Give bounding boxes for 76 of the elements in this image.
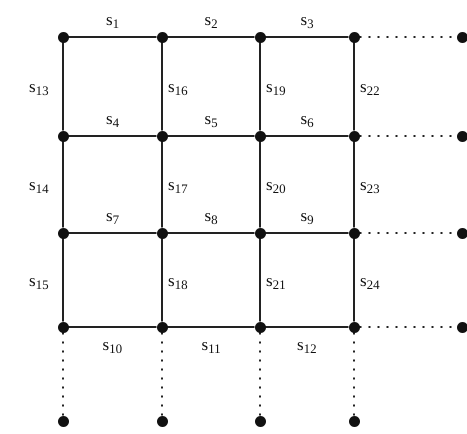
edge-line xyxy=(259,238,261,322)
vertex-dot xyxy=(348,228,360,238)
edge-line xyxy=(168,326,254,328)
vertex-dot xyxy=(58,228,68,238)
edge-line xyxy=(353,238,355,322)
dotted-line xyxy=(353,332,355,416)
vertex-dot xyxy=(254,130,266,142)
edge-line xyxy=(161,42,163,130)
vertex-dot xyxy=(254,228,266,238)
dotted-line xyxy=(259,332,261,416)
edge-line xyxy=(266,232,348,234)
edge-label: s$_{15}$ xyxy=(29,272,49,288)
vertex-dot xyxy=(58,32,68,42)
edge-label: s$_{6}$ xyxy=(300,110,314,127)
vertex-dot xyxy=(456,130,467,142)
vertex-dot xyxy=(348,416,360,426)
edge-label: s$_{20}$ xyxy=(266,176,286,193)
edge-line xyxy=(353,142,355,228)
edge-line xyxy=(62,42,64,130)
vertex-dot xyxy=(156,228,168,238)
edge-label: s$_{7}$ xyxy=(106,207,120,224)
edge-line xyxy=(266,36,348,38)
vertex-dot xyxy=(156,130,168,142)
edge-line xyxy=(168,36,254,38)
edge-label: s$_{23}$ xyxy=(360,176,380,193)
edge-line xyxy=(259,42,261,130)
edge-label: s$_{2}$ xyxy=(204,11,218,28)
edge-line xyxy=(266,326,348,328)
edge-label: s$_{3}$ xyxy=(300,11,314,28)
vertex-dot xyxy=(456,228,467,238)
edge-line xyxy=(68,135,156,137)
edge-label: s$_{11}$ xyxy=(202,336,221,353)
edge-label: s$_{1}$ xyxy=(106,11,120,28)
edge-label: s$_{13}$ xyxy=(29,78,49,95)
vertex-dot xyxy=(254,32,266,42)
vertex-dot xyxy=(348,322,360,332)
edge-line xyxy=(68,36,156,38)
edge-label: s$_{22}$ xyxy=(360,78,380,95)
edge-line xyxy=(266,135,348,137)
edge-label: s$_{8}$ xyxy=(204,207,218,224)
edge-label: s$_{5}$ xyxy=(204,110,218,127)
edge-line xyxy=(168,135,254,137)
vertex-dot xyxy=(348,130,360,142)
edge-label: s$_{24}$ xyxy=(360,272,380,288)
edge-label: s$_{12}$ xyxy=(297,336,317,353)
edge-label: s$_{10}$ xyxy=(102,336,122,353)
vertex-dot xyxy=(348,32,360,42)
edge-label: s$_{18}$ xyxy=(168,272,188,288)
edge-label: s$_{17}$ xyxy=(168,176,188,193)
vertex-dot xyxy=(58,322,68,332)
vertex-dot xyxy=(156,322,168,332)
edge-line xyxy=(68,232,156,234)
edge-line xyxy=(353,42,355,130)
edge-label: s$_{9}$ xyxy=(300,207,314,224)
dotted-line xyxy=(161,332,163,416)
edge-line xyxy=(259,142,261,228)
vertex-dot xyxy=(58,130,68,142)
vertex-dot xyxy=(156,32,168,42)
edge-line xyxy=(68,326,156,328)
edge-line xyxy=(168,232,254,234)
edge-label: s$_{21}$ xyxy=(266,272,286,288)
edge-line xyxy=(62,142,64,228)
edge-label: s$_{14}$ xyxy=(29,176,49,193)
dotted-line xyxy=(62,332,64,416)
vertex-dot xyxy=(254,322,266,332)
edge-label: s$_{4}$ xyxy=(106,110,120,127)
edge-label: s$_{16}$ xyxy=(168,78,188,95)
edge-line xyxy=(161,238,163,322)
edge-line xyxy=(161,142,163,228)
vertex-dot xyxy=(156,416,168,426)
vertex-dot xyxy=(456,322,467,332)
vertex-dot xyxy=(254,416,266,426)
edge-label: s$_{19}$ xyxy=(266,78,286,95)
vertex-dot xyxy=(58,416,68,426)
edge-line xyxy=(62,238,64,322)
vertex-dot xyxy=(456,32,467,42)
